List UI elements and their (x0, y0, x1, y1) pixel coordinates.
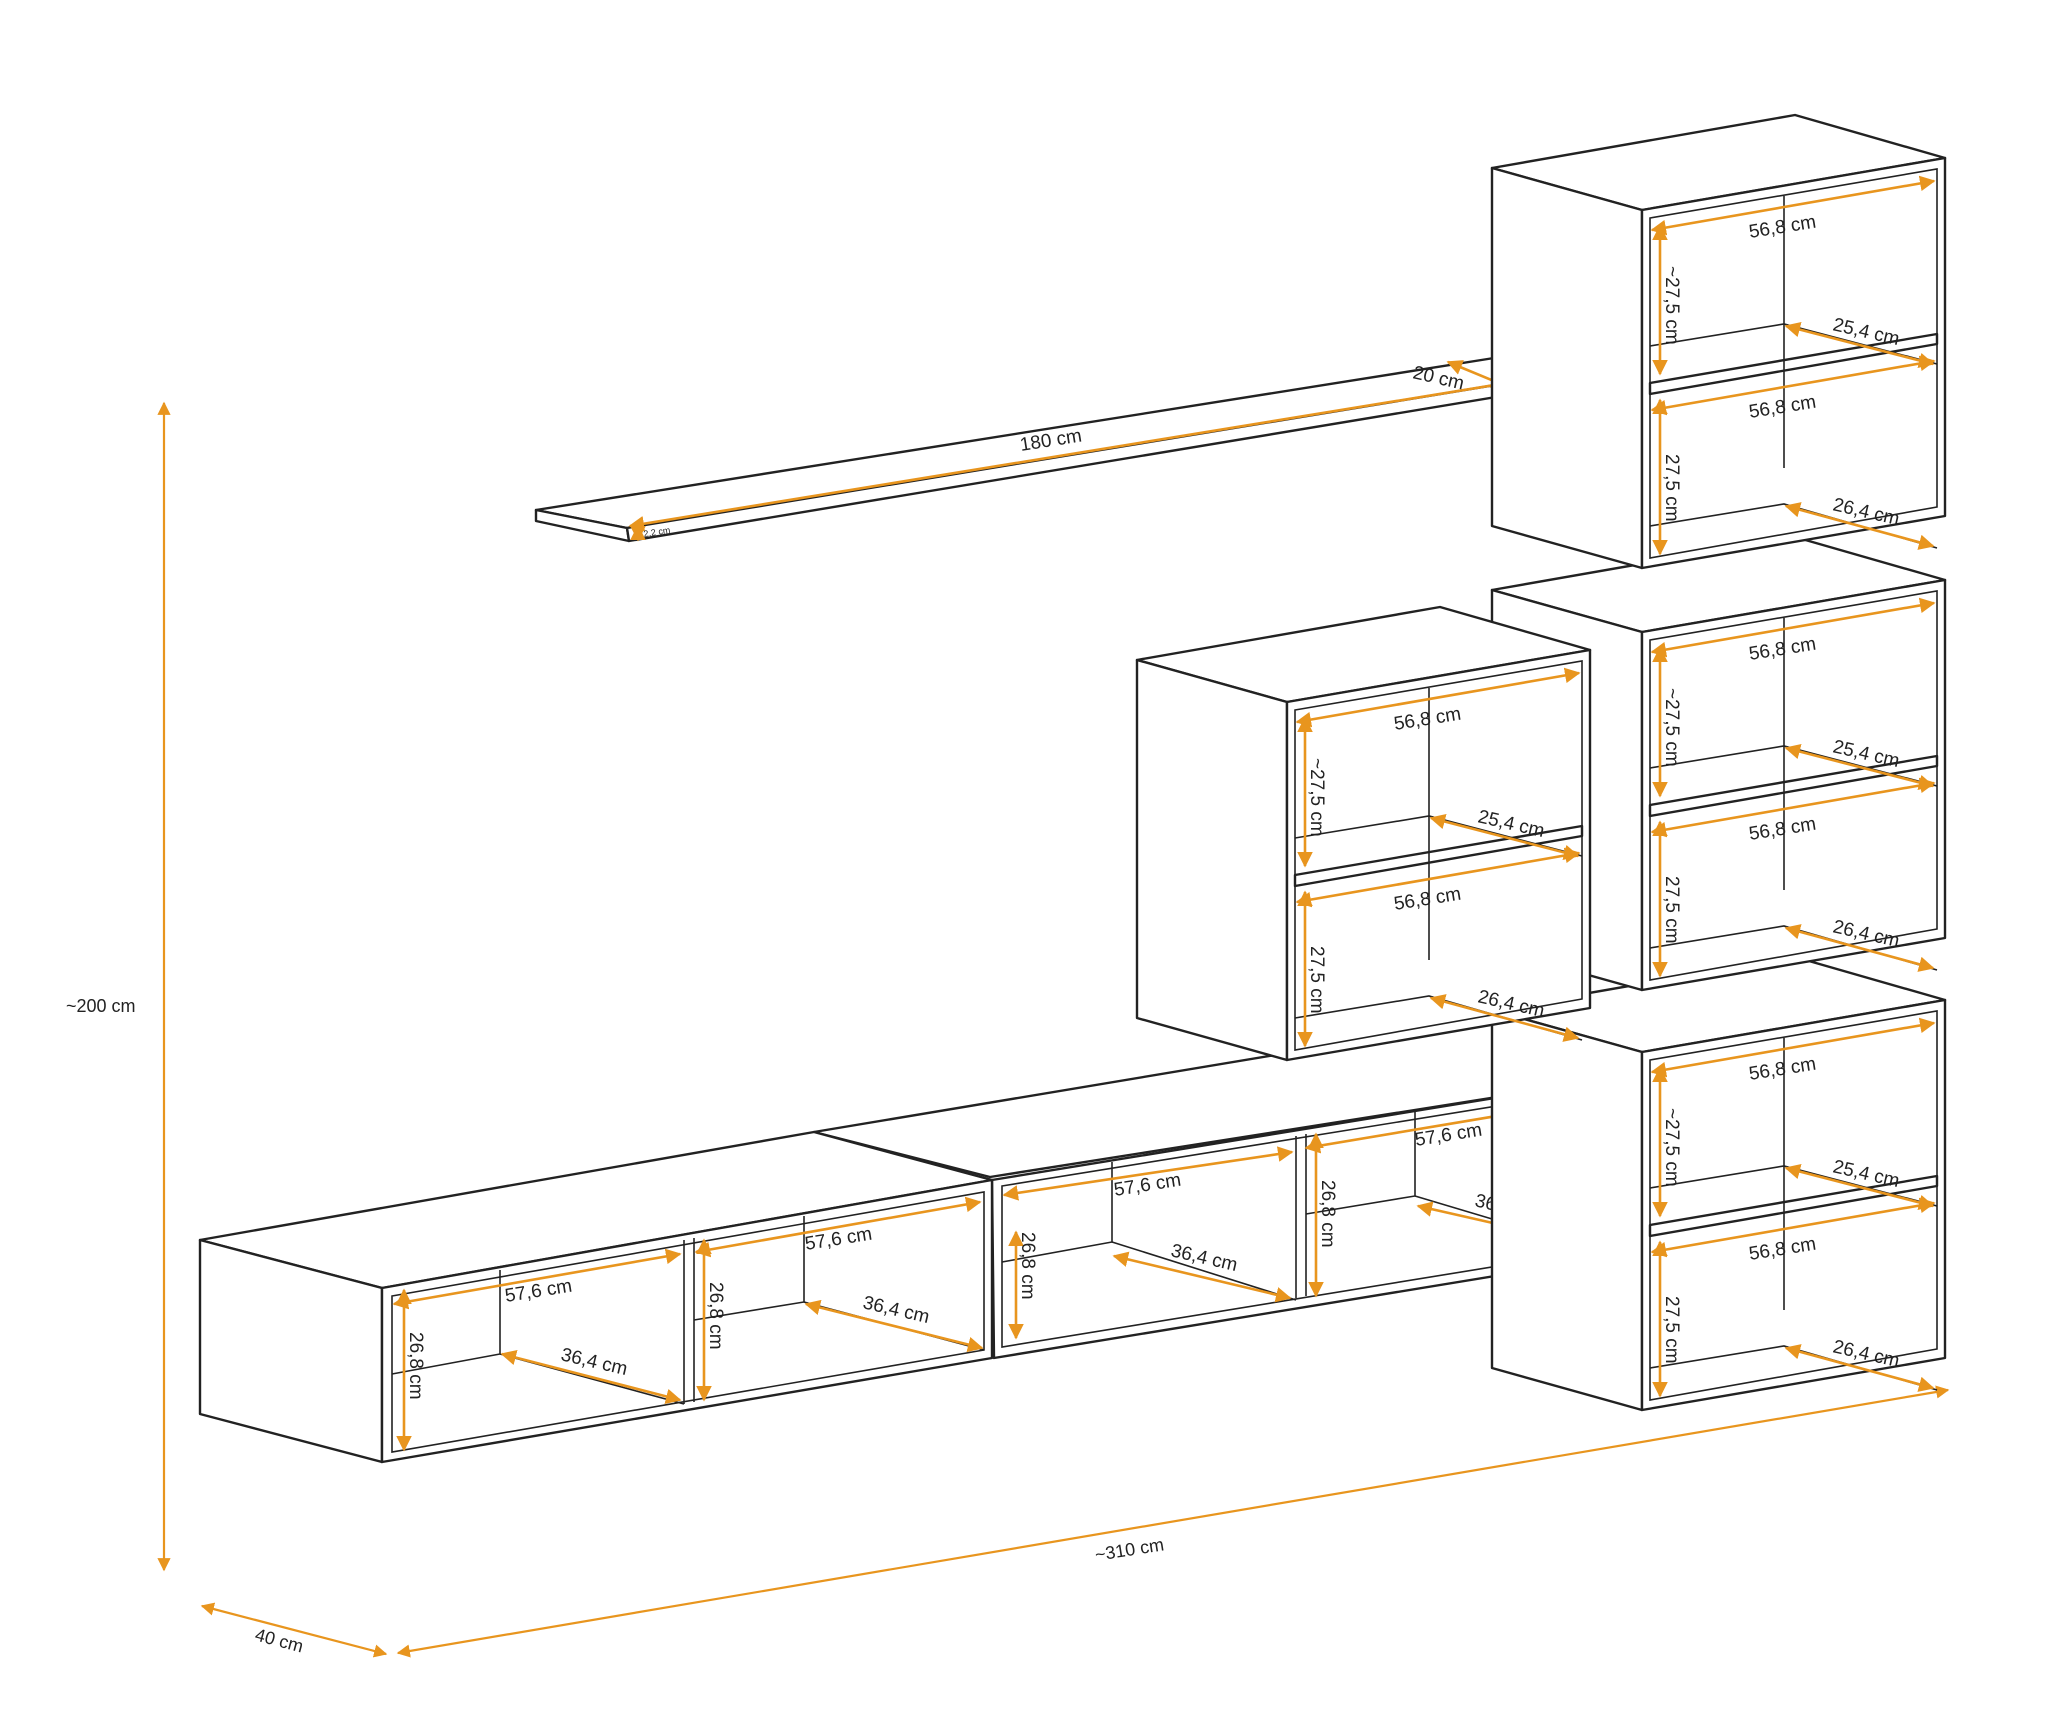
cabinet-side (1490, 166, 1644, 570)
lr-width-line-1 (1002, 1146, 1294, 1201)
cabinet-depth-line-lower (1784, 502, 1935, 550)
wall-shelf: 180 cm 20 cm 2,2 cm (534, 356, 1540, 543)
cabinet-height-label-lower: 27,5 cm (1661, 876, 1682, 944)
cabinet-height-label-lower: 27,5 cm (1661, 1296, 1682, 1364)
shelf-side-edge (625, 376, 1540, 543)
total-width-label: ~310 cm (1093, 1534, 1165, 1565)
cabinet-height-label-upper: ~27,5 cm (1661, 1108, 1682, 1187)
cabinet-depth-line-lower (1429, 994, 1580, 1042)
cabinet-width-line-lower (1650, 777, 1936, 838)
lr-depth-line-1 (1112, 1251, 1292, 1303)
total-height-label: ~200 cm (66, 996, 136, 1016)
lr-height-label-1: 26,8 cm (1017, 1232, 1038, 1300)
ll-depth-line-2 (804, 1299, 984, 1353)
cabinet-width-line-lower (1650, 355, 1936, 416)
lr-height-label-2: 26,8 cm (1317, 1180, 1338, 1248)
cabinet-height-label-upper: ~27,5 cm (1661, 688, 1682, 767)
total-depth-line (200, 1602, 388, 1658)
cabinet-width-line-upper (1295, 667, 1581, 728)
cabinet-side (1135, 658, 1289, 1062)
ll-width-line-1 (392, 1248, 682, 1310)
cabinet-height-label-upper: ~27,5 cm (1306, 758, 1327, 837)
cabinet-depth-line-lower (1784, 924, 1935, 972)
cabinet-height-label-lower: 27,5 cm (1661, 454, 1682, 522)
ll-height-label-2: 26,8 cm (705, 1282, 726, 1350)
cabinet-height-label-upper: ~27,5 cm (1661, 266, 1682, 345)
cabinet-side (1490, 1008, 1644, 1412)
ll-height-label-1: 26,8 cm (405, 1332, 426, 1400)
lowboard-left: 57,6 cm 57,6 cm 26,8 cm 26,8 cm 36,4 cm … (198, 1130, 994, 1464)
cabinet-depth-line-lower (1784, 1344, 1935, 1392)
ll-depth-line-1 (500, 1349, 682, 1405)
shelf-thickness-label: 2,2 cm (643, 525, 671, 539)
total-depth-label: 40 cm (253, 1625, 306, 1657)
cabinet-width-line-lower (1295, 847, 1581, 908)
shelf-length-line (628, 374, 1527, 532)
cabinet-height-label-lower: 27,5 cm (1306, 946, 1327, 1014)
cabinet-width-line-lower (1650, 1197, 1936, 1258)
cabinet-width-line-upper (1650, 175, 1936, 236)
total-width-line (396, 1385, 1950, 1658)
cabinet-width-line-upper (1650, 597, 1936, 658)
ll-width-line-2 (694, 1196, 982, 1258)
cabinet-width-line-upper (1650, 1017, 1936, 1078)
